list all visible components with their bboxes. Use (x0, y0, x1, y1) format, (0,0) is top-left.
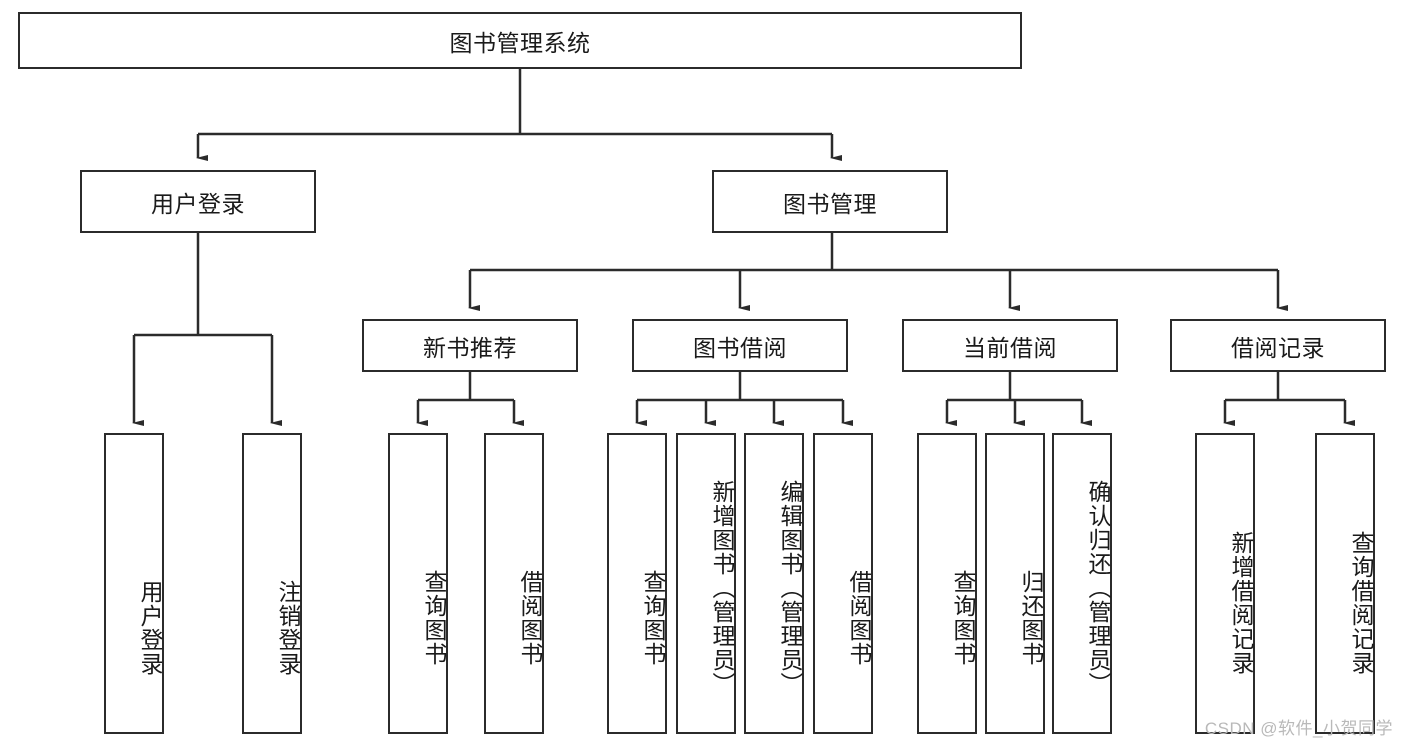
leaf-bb-borrow[interactable]: 借阅图书 (813, 433, 873, 734)
leaf-cb-confirm[interactable]: 确认归还（管理员） (1052, 433, 1112, 734)
leaf-user-login[interactable]: 用户登录 (104, 433, 164, 734)
leaf-br-query[interactable]: 查询借阅记录 (1315, 433, 1375, 734)
node-book-borrow[interactable]: 图书借阅 (632, 319, 848, 372)
leaf-rec-query[interactable]: 查询图书 (388, 433, 448, 734)
leaf-cb-return[interactable]: 归还图书 (985, 433, 1045, 734)
leaf-bb-edit[interactable]: 编辑图书（管理员） (744, 433, 804, 734)
leaf-bb-query[interactable]: 查询图书 (607, 433, 667, 734)
leaf-cb-query[interactable]: 查询图书 (917, 433, 977, 734)
node-borrow-record[interactable]: 借阅记录 (1170, 319, 1386, 372)
node-book-manage[interactable]: 图书管理 (712, 170, 948, 233)
node-current-borrow[interactable]: 当前借阅 (902, 319, 1118, 372)
leaf-br-add[interactable]: 新增借阅记录 (1195, 433, 1255, 734)
node-user-login[interactable]: 用户登录 (80, 170, 316, 233)
node-root[interactable]: 图书管理系统 (18, 12, 1022, 69)
leaf-rec-borrow[interactable]: 借阅图书 (484, 433, 544, 734)
leaf-bb-add[interactable]: 新增图书（管理员） (676, 433, 736, 734)
node-new-book-rec[interactable]: 新书推荐 (362, 319, 578, 372)
csdn-watermark: CSDN @软件_小贺同学 (1204, 719, 1393, 738)
leaf-user-logout[interactable]: 注销登录 (242, 433, 302, 734)
